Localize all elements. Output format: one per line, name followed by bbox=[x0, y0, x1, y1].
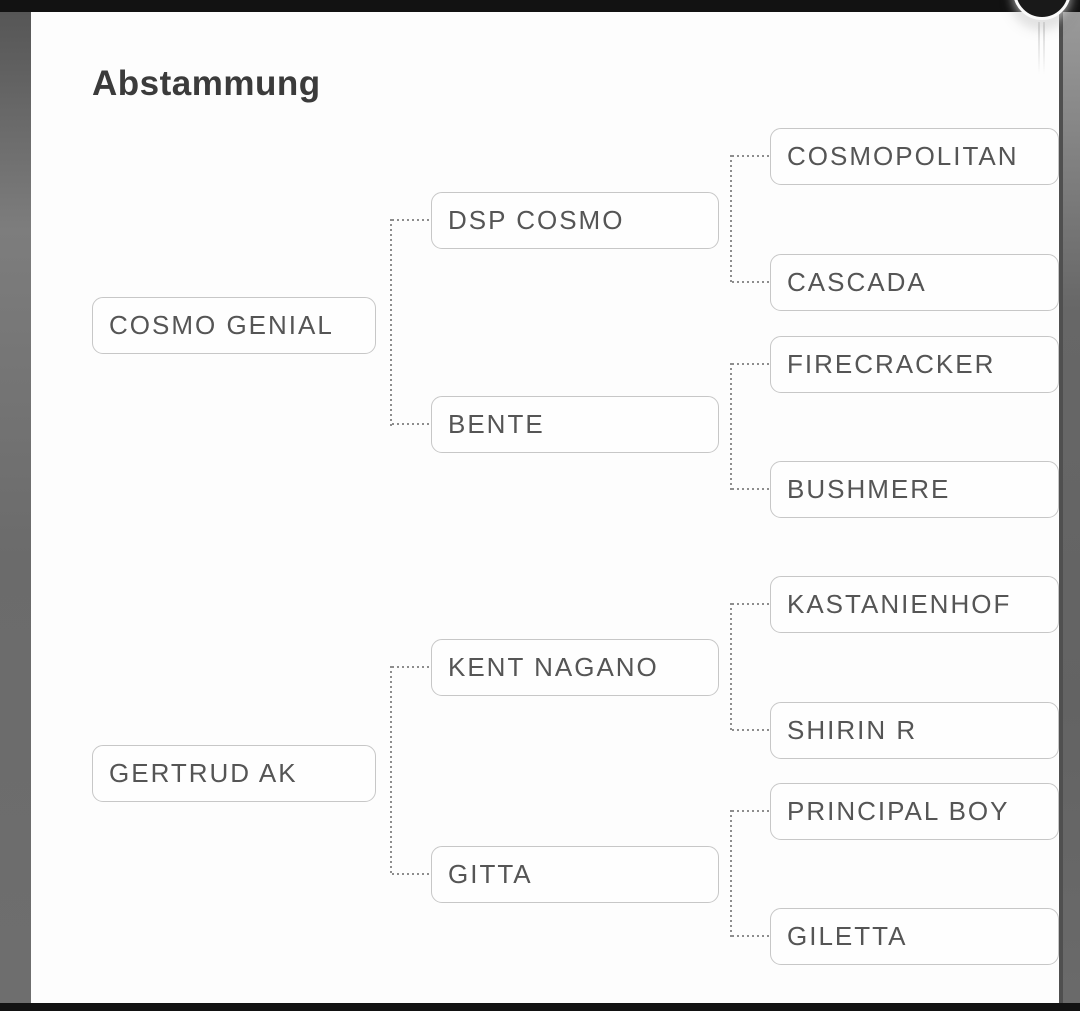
pedigree-node-kastanienhof[interactable]: KASTANIENHOF bbox=[770, 576, 1059, 633]
connector-hline-cascada bbox=[732, 281, 769, 283]
connector-vline-dsp-cosmo bbox=[730, 155, 732, 283]
pedigree-node-firecracker[interactable]: FIRECRACKER bbox=[770, 336, 1059, 393]
pedigree-node-principal-boy[interactable]: PRINCIPAL BOY bbox=[770, 783, 1059, 840]
top-frame-bar bbox=[0, 0, 1080, 12]
node-label: GILETTA bbox=[787, 921, 908, 951]
connector-hline-gitta bbox=[392, 873, 430, 875]
pedigree-node-bushmere[interactable]: BUSHMERE bbox=[770, 461, 1059, 518]
pedigree-node-gitta[interactable]: GITTA bbox=[431, 846, 719, 903]
connector-hline-principal-boy bbox=[732, 810, 769, 812]
connector-vline-kent-nagano bbox=[730, 603, 732, 731]
connector-hline-bente bbox=[392, 423, 430, 425]
pedigree-node-giletta[interactable]: GILETTA bbox=[770, 908, 1059, 965]
pedigree-card: Abstammung COSMO GENIAL GERTRUD AK DSP C… bbox=[31, 12, 1059, 1003]
connector-hline-cosmopolitan bbox=[732, 155, 769, 157]
node-label: KENT NAGANO bbox=[448, 652, 659, 682]
connector-hline-kent-nagano bbox=[392, 666, 430, 668]
node-label: PRINCIPAL BOY bbox=[787, 796, 1010, 826]
node-label: GERTRUD AK bbox=[109, 758, 298, 788]
right-backdrop-strip bbox=[1059, 12, 1080, 1003]
node-label: COSMOPOLITAN bbox=[787, 141, 1019, 171]
node-label: CASCADA bbox=[787, 267, 927, 297]
connector-vline-cosmo-genial bbox=[390, 219, 392, 426]
connector-hline-giletta bbox=[732, 935, 769, 937]
connector-hline-kastanienhof bbox=[732, 603, 769, 605]
connector-vline-gitta bbox=[730, 810, 732, 938]
connector-vline-gertrud-ak bbox=[390, 666, 392, 875]
node-label: BENTE bbox=[448, 409, 545, 439]
node-label: BUSHMERE bbox=[787, 474, 951, 504]
node-label: DSP COSMO bbox=[448, 205, 625, 235]
node-label: COSMO GENIAL bbox=[109, 310, 334, 340]
pedigree-node-dsp-cosmo[interactable]: DSP COSMO bbox=[431, 192, 719, 249]
bottom-frame-bar bbox=[0, 1003, 1080, 1011]
circle-button-glow bbox=[1038, 22, 1048, 74]
node-label: FIRECRACKER bbox=[787, 349, 996, 379]
pedigree-node-kent-nagano[interactable]: KENT NAGANO bbox=[431, 639, 719, 696]
connector-vline-bente bbox=[730, 363, 732, 490]
connector-hline-firecracker bbox=[732, 363, 769, 365]
node-label: GITTA bbox=[448, 859, 533, 889]
connector-hline-dsp-cosmo bbox=[392, 219, 430, 221]
pedigree-node-gertrud-ak[interactable]: GERTRUD AK bbox=[92, 745, 376, 802]
pedigree-node-shirin-r[interactable]: SHIRIN R bbox=[770, 702, 1059, 759]
connector-hline-bushmere bbox=[732, 488, 769, 490]
node-label: KASTANIENHOF bbox=[787, 589, 1012, 619]
page-title: Abstammung bbox=[92, 64, 321, 103]
connector-hline-shirin-r bbox=[732, 729, 769, 731]
pedigree-node-bente[interactable]: BENTE bbox=[431, 396, 719, 453]
pedigree-node-cosmo-genial[interactable]: COSMO GENIAL bbox=[92, 297, 376, 354]
left-backdrop-strip bbox=[0, 12, 31, 1003]
pedigree-node-cosmopolitan[interactable]: COSMOPOLITAN bbox=[770, 128, 1059, 185]
pedigree-node-cascada[interactable]: CASCADA bbox=[770, 254, 1059, 311]
node-label: SHIRIN R bbox=[787, 715, 918, 745]
